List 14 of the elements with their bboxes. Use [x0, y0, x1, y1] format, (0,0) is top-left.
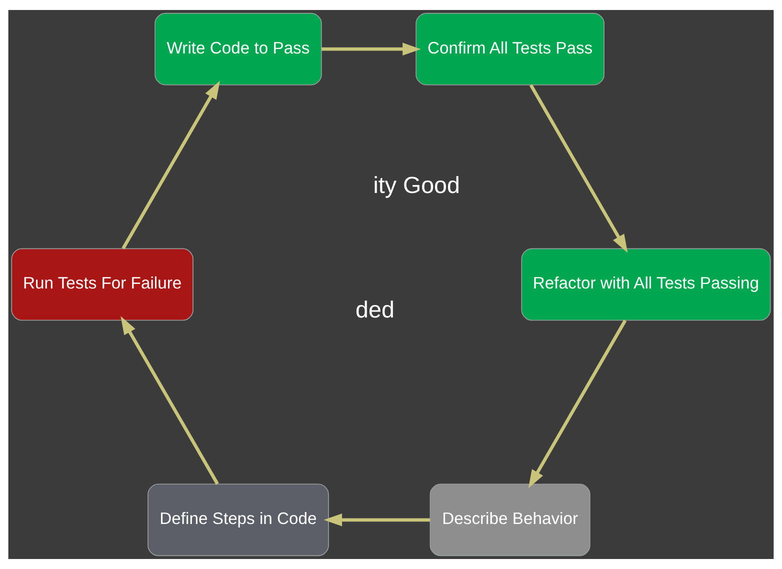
label: ded	[356, 296, 394, 323]
node-box: Describe Behavior	[430, 484, 590, 556]
arrow	[122, 80, 220, 250]
arrow	[528, 320, 627, 488]
node-box: Refactor with All Tests Passing	[521, 248, 771, 321]
arrow	[324, 513, 430, 526]
node-box: Confirm All Tests Pass	[416, 12, 604, 86]
node-box: Define Steps in Code	[148, 484, 329, 556]
arrow	[120, 316, 219, 485]
arrow	[322, 42, 421, 56]
label: ity Good	[373, 172, 460, 198]
node-box: Run Tests For Failure	[11, 248, 194, 321]
node-box: Write Code to Pass	[154, 12, 322, 86]
arrow	[529, 84, 628, 253]
